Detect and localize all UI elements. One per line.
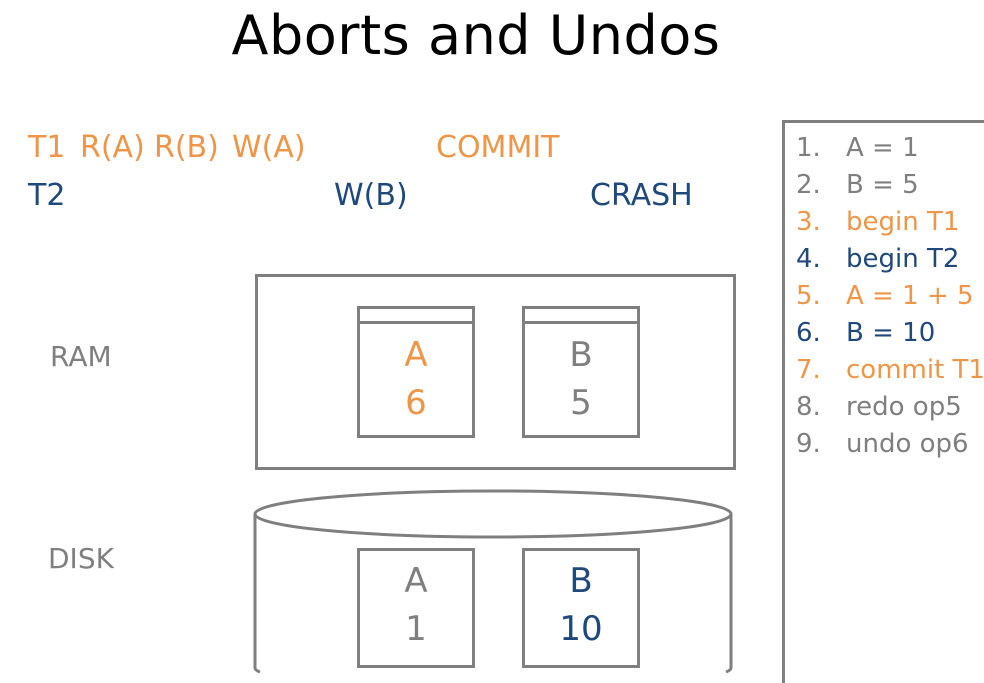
ram-page-a-header [360, 309, 472, 324]
log-item-text: A = 1 [846, 133, 919, 163]
disk-page-b-name: B [569, 561, 593, 601]
log-item: 1. A = 1 [796, 133, 919, 163]
log-item-text: A = 1 + 5 [846, 281, 974, 311]
ram-label: RAM [50, 340, 112, 373]
log-item: 7. commit T1 [796, 355, 984, 385]
log-item-num: 9. [796, 429, 821, 459]
log-item-num: 1. [796, 133, 821, 163]
log-item: 3. begin T1 [796, 207, 959, 237]
t1-op-read-b: R(B) [154, 130, 219, 165]
disk-cylinder [253, 489, 733, 674]
ram-page-a-value: 6 [405, 383, 427, 423]
ram-page-b-value: 5 [570, 383, 592, 423]
ram-page-a: A 6 [357, 306, 475, 438]
log-panel: 1. A = 1 2. B = 5 3. begin T1 4. begin T2 5.… [782, 120, 984, 683]
log-item-text: begin T1 [846, 207, 960, 237]
log-item-num: 7. [796, 355, 821, 385]
log-item-text: begin T2 [846, 244, 960, 274]
t2-label: T2 [28, 178, 66, 213]
log-item: 9. undo op6 [796, 429, 969, 459]
log-item: 6. B = 10 [796, 318, 935, 348]
log-item-num: 2. [796, 170, 821, 200]
t2-op-write-b: W(B) [334, 178, 408, 213]
ram-page-b-name: B [569, 335, 593, 375]
disk-page-a-name: A [404, 561, 428, 601]
disk-page-a-value: 1 [405, 609, 427, 649]
log-item-num: 4. [796, 244, 821, 274]
log-item-text: redo op5 [846, 392, 962, 422]
disk-label: DISK [48, 542, 114, 575]
log-item-text: commit T1 [846, 355, 984, 385]
disk-page-b: B 10 [522, 548, 640, 668]
log-item-text: B = 10 [846, 318, 936, 348]
t1-op-write-a: W(A) [232, 130, 306, 165]
log-item: 5. A = 1 + 5 [796, 281, 974, 311]
log-item-num: 3. [796, 207, 821, 237]
ram-page-a-name: A [404, 335, 428, 375]
log-item-num: 5. [796, 281, 821, 311]
log-item-num: 6. [796, 318, 821, 348]
t1-label: T1 [28, 130, 66, 165]
log-item: 2. B = 5 [796, 170, 919, 200]
page-title: Aborts and Undos [231, 4, 721, 67]
t1-op-read-a: R(A) [80, 130, 145, 165]
log-item-text: B = 5 [846, 170, 919, 200]
ram-page-b-header [525, 309, 637, 324]
ram-page-b: B 5 [522, 306, 640, 438]
t1-op-commit: COMMIT [436, 130, 560, 165]
disk-page-a: A 1 [357, 548, 475, 668]
ram-box [255, 274, 736, 470]
log-item-text: undo op6 [846, 429, 969, 459]
log-item: 4. begin T2 [796, 244, 959, 274]
log-item-num: 8. [796, 392, 821, 422]
t2-op-crash: CRASH [590, 178, 693, 213]
disk-page-b-value: 10 [559, 609, 603, 649]
log-item: 8. redo op5 [796, 392, 962, 422]
